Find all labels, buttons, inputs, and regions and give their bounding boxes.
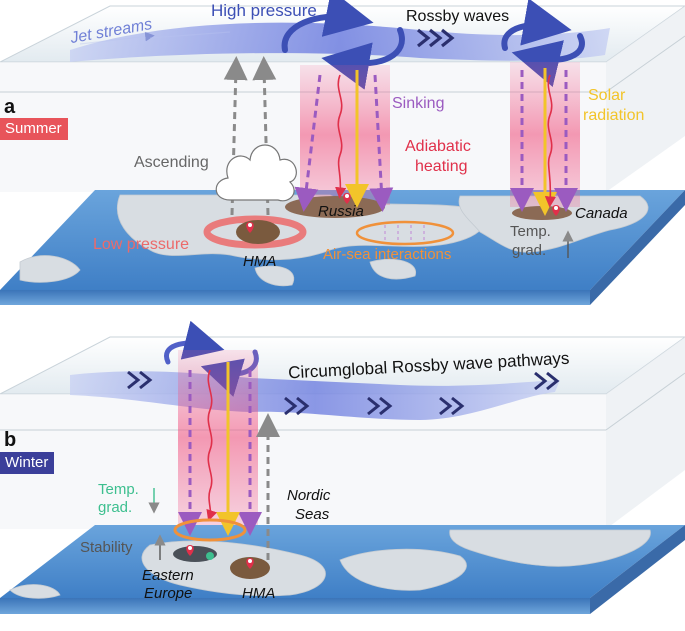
label-sinking: Sinking	[392, 95, 445, 112]
season-badge-summer: Summer	[0, 118, 68, 140]
jet-stream-band-a	[70, 22, 610, 63]
location-pin-hma-a	[246, 222, 254, 233]
air-sea-ring	[355, 220, 455, 246]
label-eastern-1: Eastern	[142, 567, 194, 584]
panel-letter-b: b	[4, 429, 17, 451]
label-adiabatic-2: heating	[415, 158, 468, 175]
label-air-sea: Air-sea interactions	[323, 246, 452, 263]
nordic-marker-dot	[206, 552, 214, 560]
label-eastern-2: Europe	[144, 585, 193, 602]
low-pressure-ring	[203, 215, 307, 249]
continents-b	[9, 529, 651, 599]
adiabatic-heating-arrow-b	[206, 369, 218, 522]
rossby-chevrons-b	[127, 370, 560, 416]
label-solar-2: radiation	[583, 107, 645, 124]
label-temp-grad-2-b: grad.	[98, 499, 133, 516]
label-hma-a: HMA	[243, 253, 277, 270]
canada-surface-patch	[512, 206, 572, 220]
label-temp-grad-2-a: grad.	[512, 242, 547, 259]
label-nordic-2: Seas	[295, 506, 330, 523]
label-temp-grad-1-a: Temp.	[510, 223, 551, 240]
sinking-arrows-a	[294, 70, 578, 212]
label-russia: Russia	[318, 203, 364, 220]
label-high-pressure: High pressure	[211, 1, 317, 20]
label-temp-grad-1-b: Temp.	[98, 481, 139, 498]
eastern-europe-patch	[173, 546, 217, 562]
season-badge-winter: Winter	[0, 452, 55, 474]
high-pressure-circulation-canada	[501, 0, 585, 87]
sinking-arrows-b	[178, 370, 262, 536]
panel-letter-a: a	[4, 96, 16, 118]
location-pin-canada	[552, 205, 560, 216]
location-pin-eastern-europe	[186, 545, 194, 556]
high-pressure-circulation-russia	[281, 0, 405, 90]
label-hma-b: HMA	[242, 585, 276, 602]
solar-radiation-arrows-a	[345, 68, 557, 216]
adiabatic-heating-arrows-a	[335, 74, 556, 208]
eastern-europe-ring	[173, 518, 247, 542]
label-low-pressure: Low pressure	[93, 236, 190, 253]
location-pin-russia	[343, 193, 351, 204]
location-pin-hma-b	[246, 558, 254, 569]
label-nordic-1: Nordic	[287, 487, 331, 504]
label-solar-1: Solar	[588, 87, 626, 104]
rossby-chevrons-a	[417, 28, 455, 48]
label-ascending: Ascending	[134, 154, 209, 171]
label-rossby-waves: Rossby waves	[406, 8, 510, 25]
hma-terrain-a	[236, 220, 280, 244]
label-canada: Canada	[575, 205, 628, 222]
label-adiabatic-1: Adiabatic	[405, 138, 471, 155]
cloud-icon	[215, 144, 297, 202]
label-stability: Stability	[80, 539, 133, 556]
